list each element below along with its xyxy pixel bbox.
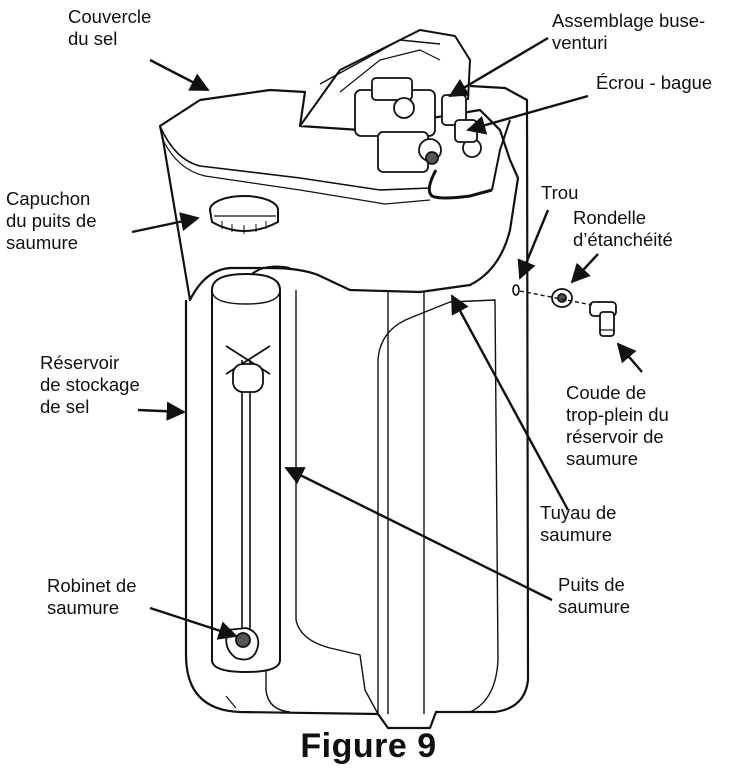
overflow-elbow (589, 301, 617, 337)
arrow-brine-well-cap (131, 212, 200, 234)
control-valve (354, 77, 511, 200)
overflow-dash-line (519, 290, 593, 306)
salt-lid (158, 29, 520, 302)
arrow-nut-ring (466, 94, 589, 135)
arrow-brine-well (284, 466, 553, 602)
float (225, 345, 271, 393)
label-hole: Trou (541, 182, 579, 203)
overflow-hole (512, 284, 520, 296)
leader-arrows (131, 36, 643, 640)
figure-caption: Figure 9 (300, 727, 437, 765)
label-nut-ring: Écrou - bague (596, 72, 713, 93)
arrow-hole (517, 209, 550, 280)
brine-valve (225, 627, 260, 661)
arrow-salt-lid (149, 58, 210, 92)
arrow-salt-tank (137, 401, 186, 421)
arrow-gasket (570, 253, 599, 284)
arrow-brine-valve (149, 606, 238, 640)
arrow-overflow-elbow (616, 342, 643, 373)
arrow-brine-tube (450, 294, 570, 511)
brine-well (211, 272, 281, 674)
brine-well-cap (209, 195, 279, 234)
arrow-venturi (448, 36, 549, 98)
label-venturi: Assemblage buse-venturi (552, 10, 706, 53)
